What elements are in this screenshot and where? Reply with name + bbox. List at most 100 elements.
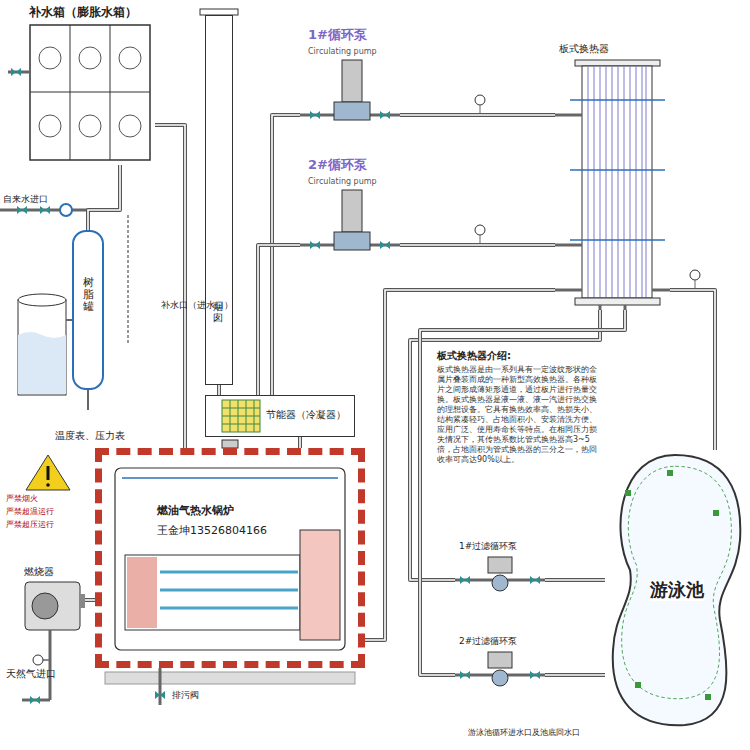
gas-line [33, 655, 43, 665]
pipe-connector [88, 165, 120, 230]
plate-heat-exchanger [555, 244, 582, 247]
node-text: 补水箱（膨胀水箱） [29, 6, 137, 20]
pipe-connector [400, 245, 555, 246]
pipe-connector [155, 125, 185, 448]
warning-sign [47, 466, 50, 480]
pipe-connector [545, 578, 605, 582]
node-text: 板式换热器 [559, 43, 609, 55]
burner [25, 582, 80, 630]
plate-heat-exchanger [624, 66, 625, 298]
boiler-base [105, 668, 355, 705]
node-text: 节能器（冷凝器） [266, 409, 346, 421]
node-text: 树脂罐 [83, 277, 94, 313]
pipe-connector [545, 674, 605, 676]
pipe-connector [85, 600, 95, 601]
plate-heat-exchanger: 板式换热器 [555, 40, 670, 310]
water-tank [79, 115, 101, 137]
water-tank [119, 47, 141, 69]
plate-heat-exchanger [636, 66, 637, 298]
pressure-gauge [475, 225, 485, 235]
pipe-connector [400, 115, 555, 116]
pool-inlet [667, 470, 673, 476]
salt-tank [18, 294, 66, 306]
warning-sign [46, 483, 50, 487]
boiler-body [222, 440, 238, 448]
drain-pipe [88, 215, 128, 410]
water-tank [79, 47, 101, 69]
salt-tank [18, 300, 66, 395]
pipe-connector [670, 290, 715, 450]
water-tank [39, 115, 61, 137]
pipe-connector [365, 290, 555, 640]
pipe-connector [420, 310, 625, 675]
pipe-connector [298, 437, 302, 448]
pipe-connector [85, 599, 95, 601]
city-water-inlet [40, 206, 50, 214]
annotation-label: 游泳池循环进水口及池底回水口 [468, 728, 580, 737]
drain-pipe [87, 390, 89, 410]
burner: 燃烧器 [20, 565, 85, 635]
city-water-inlet [0, 204, 88, 216]
filter-pump-2 [460, 671, 470, 679]
boiler-body [160, 607, 298, 610]
boiler-body [125, 555, 300, 630]
node-text: 1#过滤循环泵 [459, 541, 517, 551]
gas-line [30, 696, 40, 704]
circulating-pump-1 [310, 111, 320, 119]
pressure-gauge [475, 95, 485, 105]
pipe-connector [272, 115, 300, 395]
annotation-label: 补水口（进水口） [161, 300, 170, 310]
pool-inlet [713, 510, 719, 516]
filter-pump-2 [530, 671, 540, 679]
annotation-label: 自来水进口 [3, 194, 48, 204]
plate-heat-exchanger [555, 114, 582, 117]
boiler-body [122, 477, 338, 479]
filter-pump-1 [488, 557, 512, 573]
node-text: 2#过滤循环泵 [459, 636, 517, 646]
pressure-gauge [690, 270, 700, 280]
circulating-pump-2 [300, 190, 400, 250]
salt-tank [18, 294, 72, 395]
overflow-pipe [11, 68, 21, 76]
node-text: 2#循环泵 [308, 158, 367, 173]
annotation-label: 温度表、压力表 [55, 430, 125, 442]
pipe-connector [400, 113, 555, 117]
plate-heat-exchanger [575, 298, 660, 305]
node-text: 1#循环泵 [308, 28, 367, 43]
economizer-coil [222, 424, 260, 425]
pipe-connector [365, 290, 555, 640]
pipe-connector [420, 310, 625, 675]
circulating-pump: 2#循环泵Circulating pump [300, 155, 400, 265]
pipe-connector [545, 673, 605, 677]
plate-heat-exchanger [570, 99, 665, 101]
circulating-pump: 1#循环泵Circulating pump [300, 25, 400, 135]
filter-pump-1 [460, 576, 470, 584]
burner [80, 594, 85, 608]
boiler-base [159, 668, 162, 705]
plate-heat-exchanger [600, 66, 601, 298]
circulating-pump-1 [380, 111, 390, 119]
plate-heat-exchanger [618, 66, 619, 298]
circulating-pump-1 [334, 102, 370, 120]
filter-pump-2 [455, 652, 545, 686]
plate-heat-exchanger [555, 289, 582, 292]
pipe-connector [88, 165, 120, 230]
swimming-pool: 游泳池 [605, 450, 745, 730]
boiler-body [160, 589, 298, 592]
pipe-connector [272, 115, 300, 395]
expansion-tank: 补水箱（膨胀水箱） [25, 5, 155, 165]
boiler-base [155, 691, 165, 699]
annotation-label: 严禁超温运行 [6, 507, 54, 516]
circulating-pump-1 [300, 60, 400, 120]
pipe-connector [88, 165, 120, 230]
boiler-body [300, 530, 340, 640]
pipe-connector [400, 114, 555, 116]
plate-heat-exchanger [594, 66, 595, 298]
warning-sign [26, 455, 70, 490]
softener-tank: 树脂罐 [72, 230, 104, 390]
pipe-connector [299, 437, 301, 448]
node-text: 游泳池 [650, 580, 704, 601]
plate-heat-exchanger [652, 289, 670, 292]
burner [32, 593, 58, 619]
pool-inner-line [622, 466, 732, 698]
